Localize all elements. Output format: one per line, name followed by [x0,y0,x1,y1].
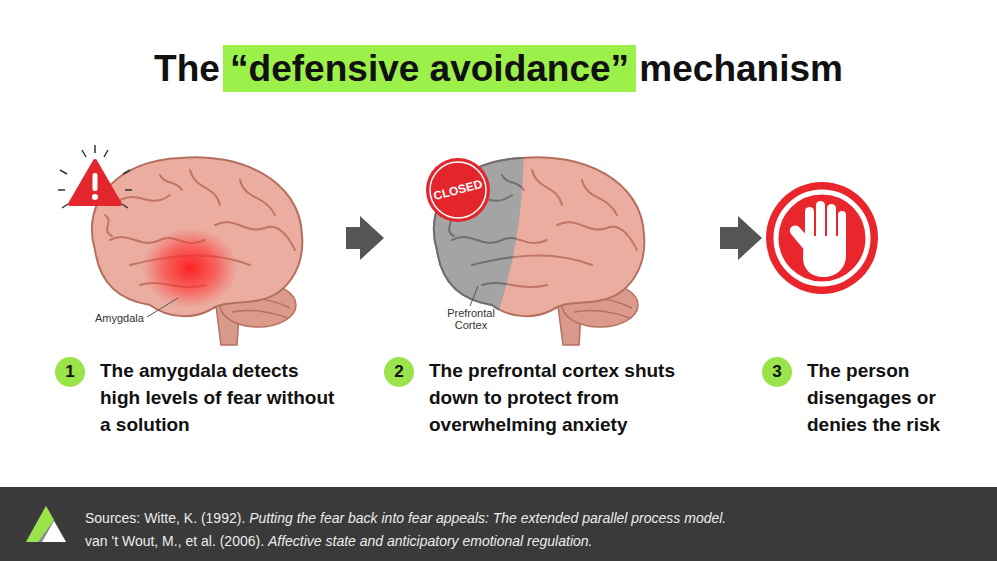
step-text: The person disengages or denies the risk [807,357,967,438]
shape-polygon [42,521,66,542]
shape-line [82,150,86,157]
stop-hand-icon [766,182,878,294]
source-title: Putting the fear back into fear appeals:… [249,510,726,526]
step-node: 1 The amygdala detects high levels of fea… [55,150,346,446]
shape-ellipse [142,228,238,308]
shape-line [123,170,130,174]
shape-path [790,226,811,252]
shape-line [94,145,96,153]
sources-footer: Sources: Witte, K. (1992). Putting the f… [85,507,750,553]
part-label: Prefrontal Cortex [440,307,502,331]
shape-line [147,298,178,317]
step-node: 3 The person disengages or denies the ris… [762,150,977,446]
title: The “defensive avoidance” mechanism [0,47,997,91]
source-title: Affective state and anticipatory emotion… [268,533,593,549]
shape-line [125,189,132,191]
shape-path [70,161,120,204]
logo [26,506,66,542]
callout-number: 2 [384,357,414,387]
block-arrow [346,216,384,260]
shape-rect [93,173,98,191]
step-text: The amygdala detects high levels of fear… [100,357,340,438]
shape-circle [766,182,878,294]
source-text: van 't Wout, M., et al. (2006). [85,533,264,549]
step-text: The prefrontal cortex shuts down to prot… [429,357,714,438]
callout-number: 3 [762,357,792,387]
warning-sign [58,145,132,208]
shape-line [62,204,68,208]
shape-circle [92,194,98,200]
callout-number: 1 [55,357,85,387]
shape-line [122,204,128,208]
part-label: Amygdala [95,312,144,325]
shape-line [104,150,108,157]
footer-band [0,487,997,561]
shape-line [58,189,65,191]
shape-line [470,286,478,306]
source-text: Sources: Witte, K. (1992). [85,510,245,526]
shape-polygon [26,506,66,542]
shape-line [60,170,67,174]
shape-circle [776,192,868,284]
shape-use [92,157,302,316]
shape-g [58,145,132,208]
block-arrow [720,216,762,260]
brain-figure [92,157,302,345]
